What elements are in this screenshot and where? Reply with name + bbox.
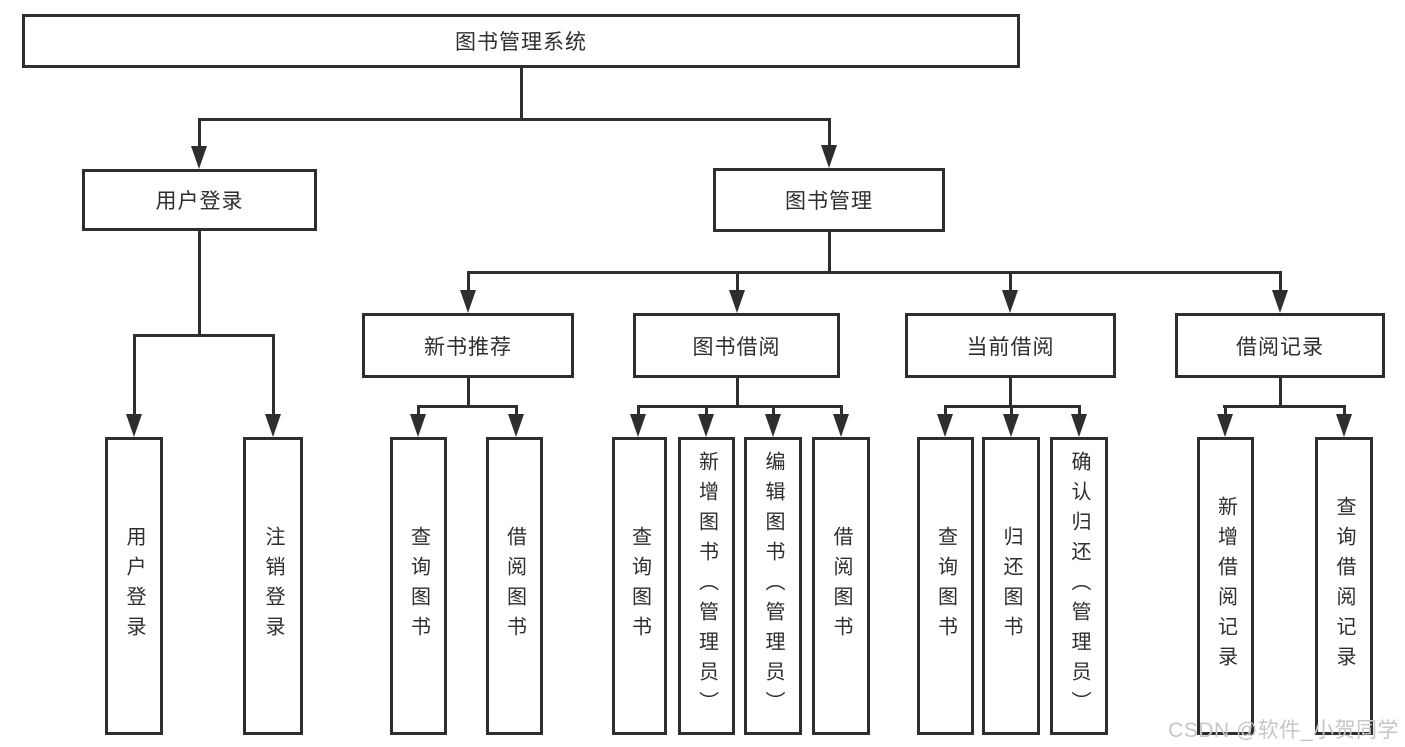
node-login: 用户登录 [82, 169, 317, 231]
node-borrow: 图书借阅 [633, 313, 840, 378]
arrow-down-icon [630, 414, 646, 437]
node-root: 图书管理系统 [22, 14, 1020, 68]
connector-line [1008, 272, 1012, 292]
connector-line [1342, 406, 1346, 416]
csdn-watermark: CSDN @软件_小贺同学 [1168, 719, 1399, 742]
connector-line [1223, 406, 1227, 416]
connector-line [943, 406, 947, 416]
arrow-down-icon [1217, 414, 1233, 437]
connector-line [197, 119, 201, 148]
connector-line [466, 270, 1282, 274]
node-leaf-cb-return: 归还图书 [982, 437, 1040, 735]
node-leaf-rec-query: 查询借阅记录 [1315, 437, 1373, 735]
node-leaf-rec-add: 新增借阅记录 [1197, 437, 1254, 735]
connector-line [1077, 406, 1081, 416]
arrow-down-icon [833, 414, 849, 437]
connector-line [1222, 404, 1346, 408]
node-leaf-bb-borrow: 借阅图书 [812, 437, 870, 735]
arrow-down-icon [729, 290, 745, 313]
node-record: 借阅记录 [1175, 313, 1385, 378]
connector-line [827, 232, 831, 274]
connector-line [466, 272, 470, 292]
arrow-down-icon [508, 414, 524, 437]
connector-line [1009, 406, 1013, 416]
arrow-down-icon [1003, 414, 1019, 437]
connector-line [519, 68, 523, 120]
connector-line [636, 406, 640, 416]
arrow-down-icon [821, 145, 837, 168]
connector-line [1008, 378, 1012, 408]
arrow-down-icon [1272, 290, 1288, 313]
connector-line [466, 378, 470, 408]
arrow-down-icon [410, 414, 426, 437]
node-newbook: 新书推荐 [362, 313, 574, 378]
connector-line [132, 335, 136, 416]
node-current: 当前借阅 [905, 313, 1116, 378]
connector-line [197, 117, 831, 121]
arrow-down-icon [265, 414, 281, 437]
connector-line [1278, 378, 1282, 408]
node-leaf-cb-confirm: 确认归还（管理员） [1050, 437, 1108, 735]
arrow-down-icon [765, 414, 781, 437]
node-mgmt: 图书管理 [713, 168, 945, 232]
node-leaf-nb-borrow: 借阅图书 [486, 437, 543, 735]
arrow-down-icon [1002, 290, 1018, 313]
connector-line [839, 406, 843, 416]
arrow-down-icon [698, 414, 714, 437]
connector-line [271, 335, 275, 416]
arrow-down-icon [191, 146, 207, 169]
node-leaf-logout: 注销登录 [243, 437, 303, 735]
connector-line [735, 272, 739, 292]
connector-line [416, 406, 420, 416]
node-leaf-bb-edit: 编辑图书（管理员） [744, 437, 802, 735]
connector-line [704, 406, 708, 416]
connector-line [827, 119, 831, 147]
arrow-down-icon [1071, 414, 1087, 437]
arrow-down-icon [126, 414, 142, 437]
node-leaf-nb-query: 查询图书 [390, 437, 447, 735]
node-leaf-bb-add: 新增图书（管理员） [678, 437, 735, 735]
connector-line [636, 404, 843, 408]
connector-line [771, 406, 775, 416]
node-leaf-user-login: 用户登录 [105, 437, 163, 735]
connector-line [735, 378, 739, 408]
node-leaf-bb-query: 查询图书 [612, 437, 667, 735]
connector-line [514, 406, 518, 416]
arrow-down-icon [460, 290, 476, 313]
arrow-down-icon [937, 414, 953, 437]
connector-line [1278, 272, 1282, 292]
node-leaf-cb-query: 查询图书 [917, 437, 974, 735]
connector-line [197, 231, 201, 337]
arrow-down-icon [1336, 414, 1352, 437]
connector-line [132, 333, 275, 337]
